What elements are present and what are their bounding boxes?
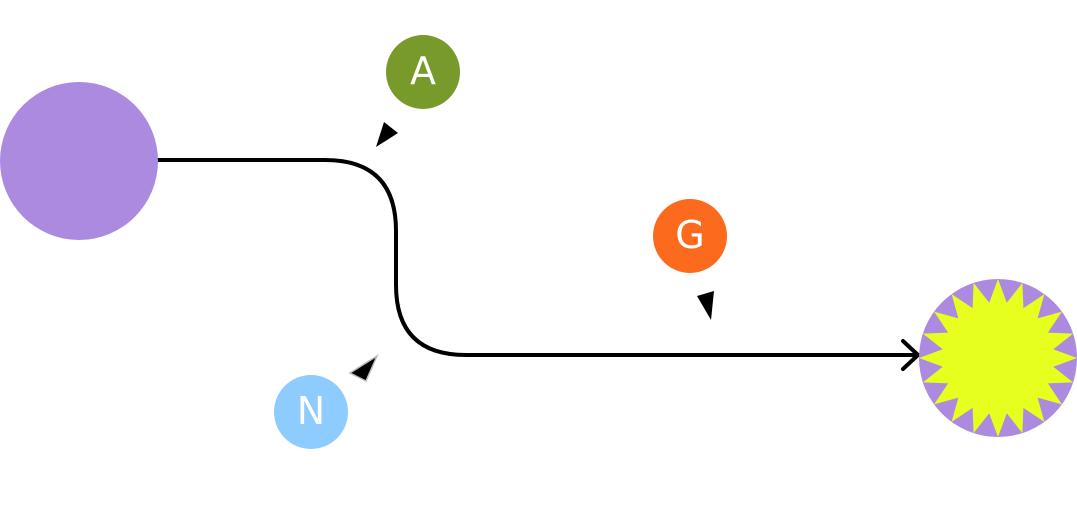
badge-g[interactable]: G [653, 199, 727, 273]
source-node[interactable] [0, 82, 158, 240]
badge-a-circle [386, 35, 460, 109]
badge-g-label: G [675, 213, 704, 257]
target-node-starburst [919, 279, 1077, 437]
badge-g-pointer [697, 291, 714, 320]
badge-a[interactable]: A [386, 35, 460, 109]
connector-path [156, 158, 918, 357]
connector-arrowhead [901, 339, 920, 371]
target-node[interactable] [919, 279, 1077, 437]
badge-n-circle [274, 375, 348, 449]
badge-n-label: N [297, 389, 325, 433]
badge-a-label: A [410, 49, 436, 93]
badge-n-pointer [348, 354, 379, 383]
badge-a-pointer [376, 122, 398, 147]
badge-g-circle [653, 199, 727, 273]
badge-n[interactable]: N [274, 375, 348, 449]
